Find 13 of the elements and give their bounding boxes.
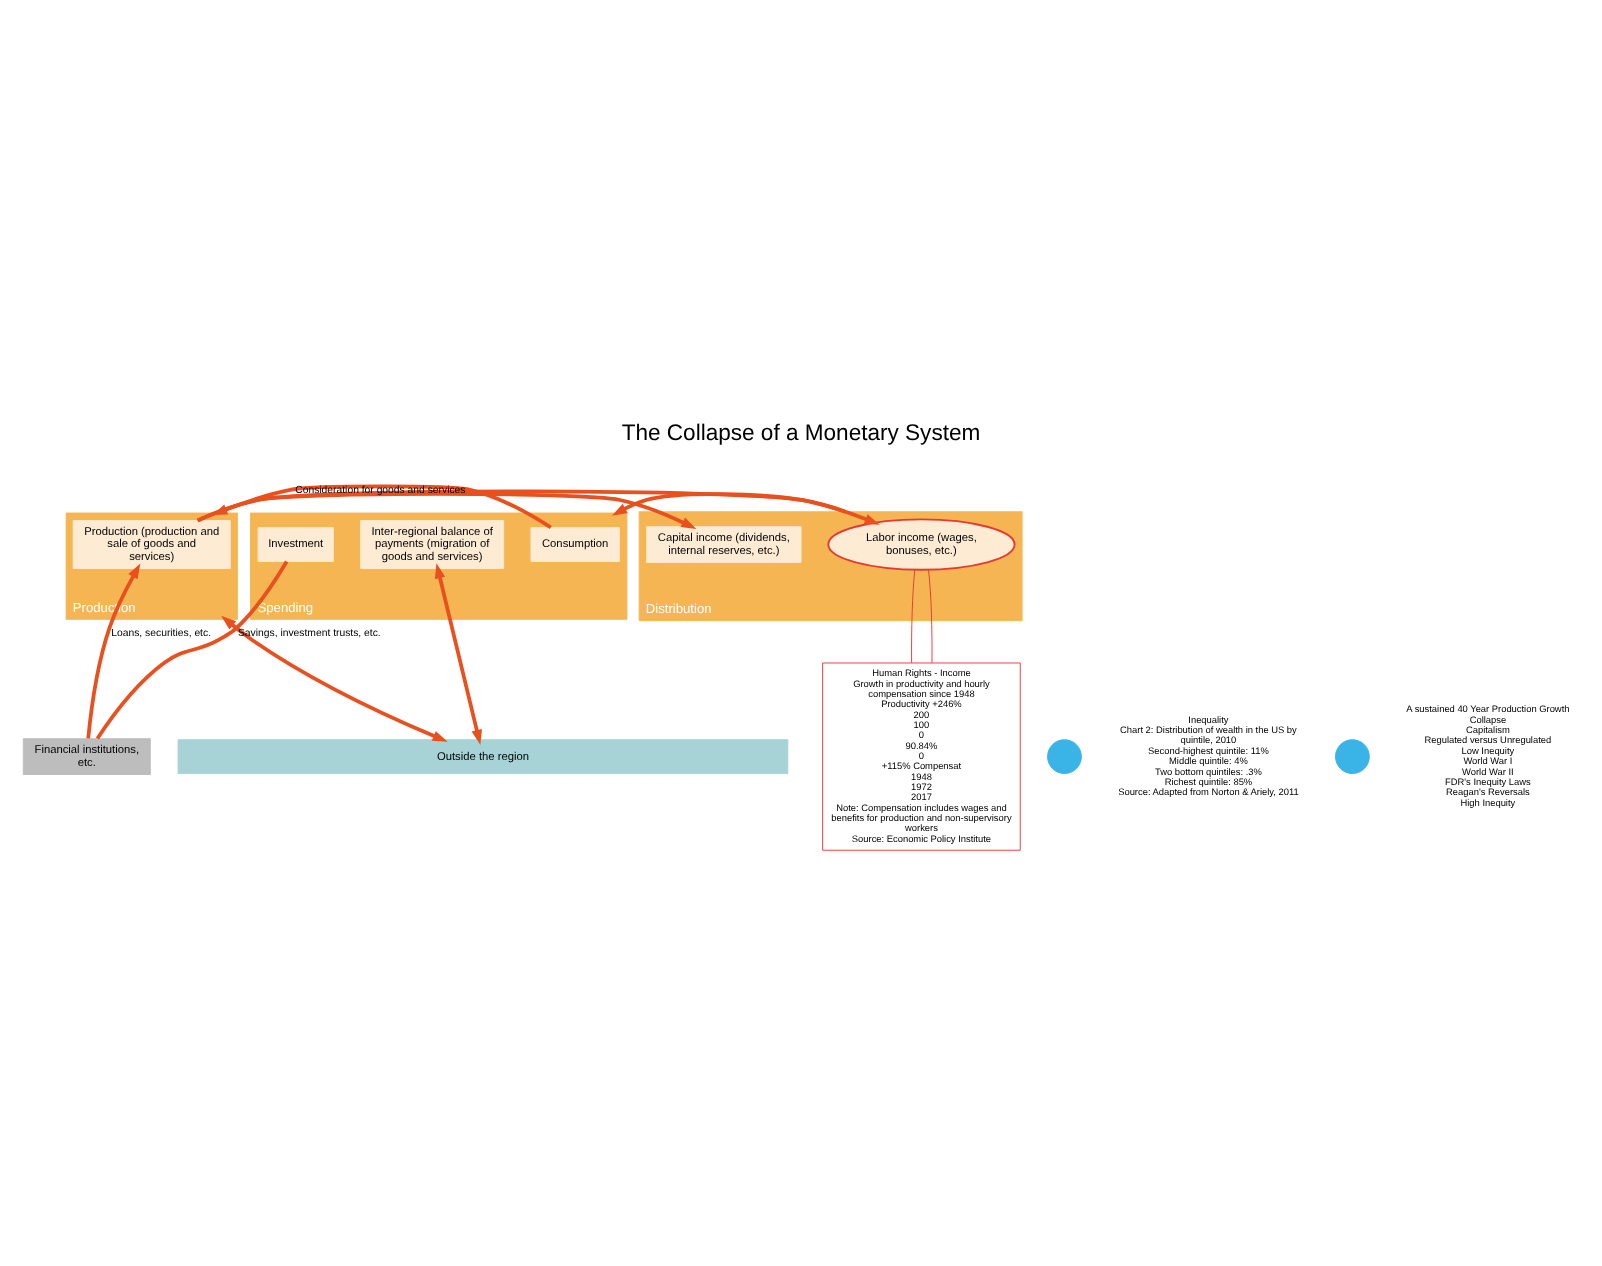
node-circle <box>1047 738 1082 773</box>
arrow <box>612 491 847 515</box>
node-circle <box>1335 738 1370 773</box>
connector <box>95 559 289 739</box>
arrow <box>196 488 880 524</box>
arrow <box>196 491 697 529</box>
connector <box>911 568 916 663</box>
arrow <box>221 614 448 741</box>
arrow <box>434 562 482 744</box>
connector <box>928 568 933 663</box>
arrow <box>86 562 141 738</box>
arrow <box>212 483 552 528</box>
diagram-title: The Collapse of a Monetary System <box>621 420 981 445</box>
